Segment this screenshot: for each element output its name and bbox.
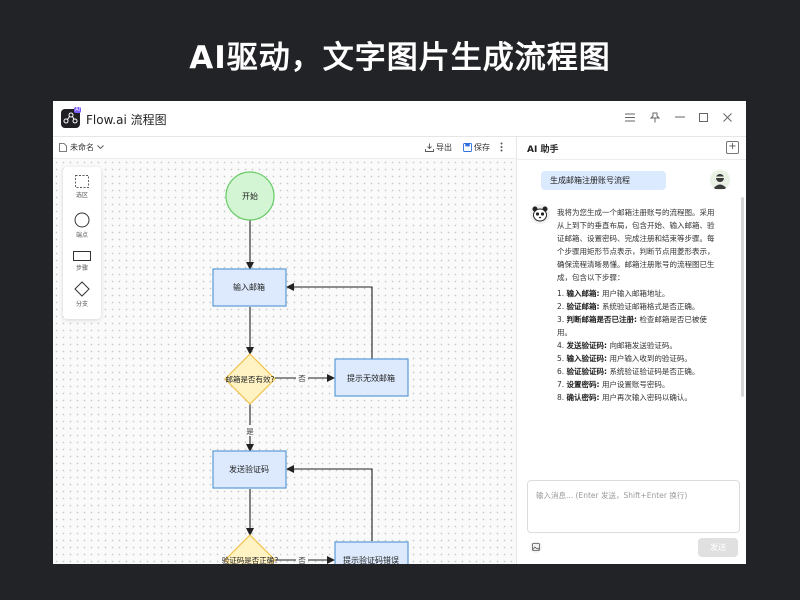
step-item: 7. 设置密码: 用户设置账号密码。 — [557, 379, 670, 389]
document-name-dropdown[interactable]: 未命名 — [59, 142, 104, 153]
palette-label-branch: 分支 — [75, 301, 88, 308]
node-start[interactable]: 开始 — [225, 171, 275, 221]
rectangle-icon — [73, 251, 91, 261]
send-button[interactable]: 发送 — [698, 538, 738, 557]
assistant-title: AI 助手 — [527, 145, 559, 155]
app-window: AI Flow.ai 流程图 未命名 导出 — [53, 101, 746, 564]
ai-assistant-panel: AI 助手 + 生成邮箱注册账号流程 我将为您生成一个邮箱注册账号的流程图。采用… — [516, 137, 746, 564]
svg-text:提示验证码错误: 提示验证码错误 — [343, 555, 399, 564]
plus-icon: + — [728, 141, 737, 152]
image-icon — [532, 543, 540, 551]
palette-item-branch[interactable]: 分支 — [63, 281, 101, 308]
step-item: 1. 输入邮箱: 用户输入邮箱地址。 — [557, 289, 670, 299]
assistant-message: 我将为您生成一个邮箱注册账号的流程图。采用从上到下的垂直布局，包含开始、输入邮箱… — [557, 207, 717, 469]
chat-input-placeholder: 输入消息... (Enter 发送，Shift+Enter 换行) — [536, 491, 688, 500]
palette-item-selection[interactable]: 选区 — [63, 175, 101, 199]
edge-label-no: 否 — [298, 374, 306, 383]
step-item: 8. 确认密码: 用户再次输入密码以确认。 — [557, 392, 692, 402]
maximize-icon[interactable] — [696, 110, 710, 124]
connector-code-error-loop — [286, 465, 373, 541]
minimize-icon[interactable] — [673, 110, 687, 124]
assistant-header: AI 助手 + — [517, 137, 746, 160]
palette-label-selection: 选区 — [75, 192, 88, 199]
svg-text:邮箱是否有效?: 邮箱是否有效? — [226, 374, 275, 384]
menu-icon[interactable] — [623, 110, 637, 124]
export-button[interactable]: 导出 — [425, 142, 452, 153]
download-icon — [425, 143, 434, 152]
save-button[interactable]: 保存 — [463, 142, 490, 153]
headline: AI驱动，文字图片生成流程图 — [189, 40, 611, 76]
edge-label-no-2: 否 — [298, 556, 306, 564]
circle-icon — [74, 212, 90, 228]
window-title: Flow.ai 流程图 — [86, 113, 167, 127]
step-item: 3. 判断邮箱是否已注册: 检查邮箱是否已被使用。 — [557, 315, 707, 338]
chevron-down-icon — [97, 145, 104, 150]
node-check-code[interactable]: 验证码是否正确? — [222, 534, 278, 564]
step-item: 5. 输入验证码: 用户输入收到的验证码。 — [557, 353, 692, 363]
svg-text:开始: 开始 — [242, 191, 258, 201]
assistant-intro: 我将为您生成一个邮箱注册账号的流程图。采用从上到下的垂直布局，包含开始、输入邮箱… — [557, 208, 715, 282]
node-check-email[interactable]: 邮箱是否有效? — [224, 353, 276, 405]
new-chat-button[interactable]: + — [726, 141, 739, 154]
editor-pane: 未命名 导出 保存 — [53, 137, 516, 564]
chat-input[interactable]: 输入消息... (Enter 发送，Shift+Enter 换行) — [527, 480, 740, 533]
more-options-icon[interactable] — [500, 142, 503, 152]
step-item: 6. 验证验证码: 系统验证验证码是否正确。 — [557, 366, 700, 376]
close-icon[interactable] — [720, 110, 734, 124]
diamond-icon — [74, 281, 90, 297]
editor-toolbar: 未命名 导出 保存 — [53, 137, 516, 159]
flowchart-canvas[interactable]: 否 是 否 开始 输入邮箱 邮箱是否有效? — [53, 159, 516, 564]
palette-item-terminal[interactable]: 端点 — [63, 212, 101, 239]
save-label: 保存 — [474, 143, 490, 152]
edge-label-yes: 是 — [246, 427, 254, 436]
step-item: 4. 发送验证码: 向邮箱发送验证码。 — [557, 341, 677, 351]
node-input-email[interactable]: 输入邮箱 — [212, 268, 287, 307]
connector-invalid-loop — [286, 283, 373, 359]
svg-text:输入邮箱: 输入邮箱 — [233, 282, 265, 292]
user-avatar — [710, 170, 730, 190]
export-label: 导出 — [436, 143, 452, 152]
step-item: 2. 验证邮箱: 系统验证邮箱格式是否正确。 — [557, 302, 700, 312]
image-upload-button[interactable] — [530, 541, 542, 553]
user-message: 生成邮箱注册账号流程 — [541, 171, 666, 190]
assistant-avatar — [530, 204, 550, 224]
title-bar: AI Flow.ai 流程图 — [53, 101, 746, 137]
palette-item-step[interactable]: 步骤 — [63, 251, 101, 272]
node-code-error[interactable]: 提示验证码错误 — [334, 541, 409, 564]
svg-text:提示无效邮箱: 提示无效邮箱 — [347, 373, 395, 383]
svg-text:验证码是否正确?: 验证码是否正确? — [222, 555, 278, 564]
shape-palette: 选区 端点 步骤 分支 — [63, 167, 101, 319]
palette-label-step: 步骤 — [75, 265, 88, 272]
document-icon — [59, 143, 67, 152]
chat-scrollbar[interactable] — [741, 197, 744, 397]
node-send-code[interactable]: 发送验证码 — [212, 450, 287, 489]
assistant-step-list: 1. 输入邮箱: 用户输入邮箱地址。 2. 验证邮箱: 系统验证邮箱格式是否正确… — [557, 288, 717, 404]
logo-ai-badge: AI — [74, 107, 81, 113]
app-logo-icon: AI — [61, 107, 81, 128]
save-icon — [463, 143, 472, 152]
svg-text:发送验证码: 发送验证码 — [229, 464, 269, 474]
palette-label-terminal: 端点 — [75, 232, 88, 239]
selection-icon — [75, 175, 89, 188]
flowchart-diagram: 否 是 否 开始 输入邮箱 邮箱是否有效? — [212, 171, 409, 564]
pin-icon[interactable] — [648, 110, 662, 124]
node-invalid-email[interactable]: 提示无效邮箱 — [334, 358, 409, 397]
document-name: 未命名 — [70, 143, 94, 152]
